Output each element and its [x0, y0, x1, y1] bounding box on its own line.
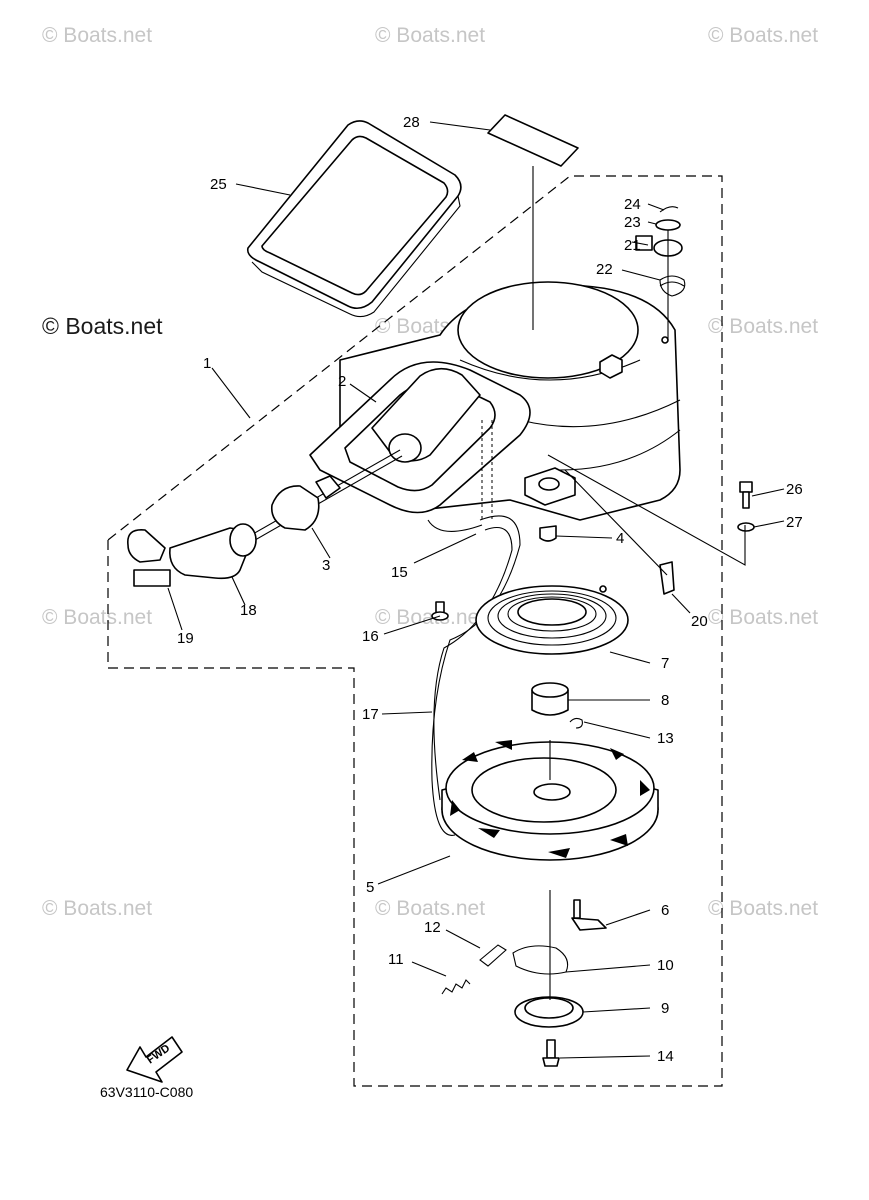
watermark: © Boats.net: [375, 606, 485, 629]
rope-17-inner: [433, 526, 513, 801]
callout-17: 17: [362, 706, 379, 723]
bolt-26-washer-27: [737, 481, 755, 532]
spring-22: [659, 275, 686, 297]
holder-20: [659, 561, 675, 595]
callout-27: 27: [786, 514, 803, 531]
callout-18: 18: [240, 602, 257, 619]
starter-handle-2: [371, 367, 481, 463]
axis-line: [564, 469, 668, 576]
watermark: © Boats.net: [42, 897, 152, 920]
clip-13: [569, 717, 583, 729]
starter-housing-1: [309, 281, 681, 521]
callout-8: 8: [661, 692, 669, 709]
callout-21: 21: [624, 237, 641, 254]
spring-12: [479, 944, 507, 967]
pawl-pin: [573, 899, 581, 919]
callout-7: 7: [661, 655, 669, 672]
collar-8: [531, 682, 569, 716]
callout-16: 16: [362, 628, 379, 645]
callout-labels: 1 2 3 4 5 6 7 8 9 10 11 12 13 14 15 16 1…: [177, 114, 803, 1065]
washer-23: [655, 219, 681, 231]
callout-23: 23: [624, 214, 641, 231]
pin-24: [659, 206, 679, 213]
watermark: © Boats.net: [42, 606, 152, 629]
rope-17: [431, 515, 521, 836]
watermark: © Boats.net: [708, 606, 818, 629]
fwd-arrow-icon: FWD: [126, 1036, 183, 1083]
callout-11: 11: [388, 951, 404, 968]
callout-3: 3: [322, 557, 330, 574]
callout-19: 19: [177, 630, 194, 647]
pawl-6: [571, 917, 607, 931]
watermark: © Boats.net: [708, 315, 818, 338]
assembly-boundary: [107, 175, 723, 1087]
spring-11: [441, 979, 471, 995]
starter-rope-grip: [127, 449, 403, 587]
watermark: © Boats.net: [708, 897, 818, 920]
callout-14: 14: [657, 1048, 674, 1065]
callout-9: 9: [661, 1000, 669, 1017]
callout-15: 15: [391, 564, 408, 581]
copyright-mark: © Boats.net: [42, 313, 163, 339]
callout-22: 22: [596, 261, 613, 278]
callout-24: 24: [624, 196, 641, 213]
watermark: © Boats.net: [42, 24, 152, 47]
callout-10: 10: [657, 957, 674, 974]
watermark: © Boats.net: [708, 24, 818, 47]
watermark: © Boats.net: [375, 24, 485, 47]
bolt-14: [542, 1039, 560, 1067]
watermark: © Boats.net: [375, 897, 485, 920]
callout-12: 12: [424, 919, 441, 936]
leader-lines: [167, 121, 785, 1059]
callout-5: 5: [366, 879, 374, 896]
plate-9: [514, 996, 584, 1028]
bushing-4: [539, 525, 557, 542]
tube-15: [427, 519, 483, 532]
spring-7: [475, 585, 629, 655]
callout-2: 2: [338, 373, 346, 390]
label-plate-28: [487, 114, 579, 167]
callout-28: 28: [403, 114, 420, 131]
diagram-code: 63V3110-C080: [100, 1084, 193, 1100]
gasket-25: [246, 120, 462, 318]
axis-line: [547, 454, 746, 566]
callout-4: 4: [616, 530, 624, 547]
callout-13: 13: [657, 730, 674, 747]
callout-25: 25: [210, 176, 227, 193]
watermark-layer: © Boats.net © Boats.net © Boats.net © Bo…: [42, 24, 818, 920]
plate-10: [512, 945, 569, 975]
callout-1: 1: [203, 355, 211, 372]
callout-26: 26: [786, 481, 803, 498]
callout-20: 20: [691, 613, 708, 630]
callout-6: 6: [661, 902, 669, 919]
